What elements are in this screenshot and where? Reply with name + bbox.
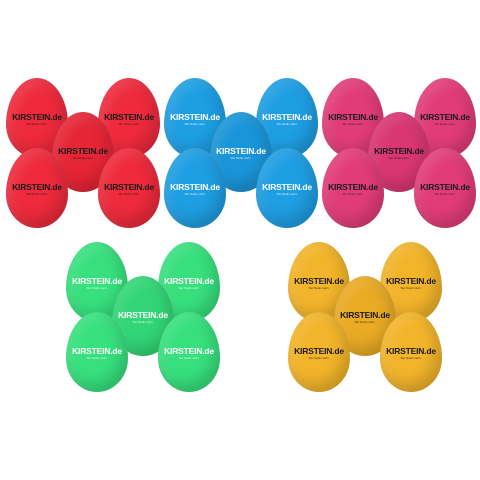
- brand-logo: KIRSTEIN.de: [104, 182, 154, 193]
- brand-tagline: Wer Musik macht.: [400, 356, 422, 360]
- brand-logo: KIRSTEIN.de: [374, 146, 424, 157]
- brand-tagline: Wer Musik macht.: [72, 156, 94, 160]
- egg-shaker-yellow: KIRSTEIN.de Wer Musik macht.: [288, 312, 350, 392]
- brand-logo: KIRSTEIN.de: [294, 346, 344, 357]
- brand-logo: KIRSTEIN.de: [262, 112, 312, 123]
- brand-logo: KIRSTEIN.de: [328, 112, 378, 123]
- brand-tagline: Wer Musik macht.: [388, 156, 410, 160]
- brand-logo: KIRSTEIN.de: [118, 310, 168, 321]
- brand-logo: KIRSTEIN.de: [12, 112, 62, 123]
- brand-logo: KIRSTEIN.de: [386, 276, 436, 287]
- brand-logo: KIRSTEIN.de: [164, 276, 214, 287]
- egg-shaker-blue: KIRSTEIN.de Wer Musik macht.: [164, 148, 226, 228]
- brand-tagline: Wer Musik macht.: [342, 192, 364, 196]
- brand-tagline: Wer Musik macht.: [354, 320, 376, 324]
- brand-tagline: Wer Musik macht.: [276, 192, 298, 196]
- egg-shaker-blue: KIRSTEIN.de Wer Musik macht.: [256, 148, 318, 228]
- brand-logo: KIRSTEIN.de: [262, 182, 312, 193]
- egg-shaker-red: KIRSTEIN.de Wer Musik macht.: [6, 78, 68, 158]
- brand-tagline: Wer Musik macht.: [132, 320, 154, 324]
- egg-shaker-red: KIRSTEIN.de Wer Musik macht.: [6, 148, 68, 228]
- brand-tagline: Wer Musik macht.: [184, 192, 206, 196]
- brand-tagline: Wer Musik macht.: [184, 122, 206, 126]
- egg-shaker-green: KIRSTEIN.de Wer Musik macht.: [66, 312, 128, 392]
- brand-logo: KIRSTEIN.de: [294, 276, 344, 287]
- egg-shaker-pink: KIRSTEIN.de Wer Musik macht.: [322, 148, 384, 228]
- brand-tagline: Wer Musik macht.: [276, 122, 298, 126]
- brand-logo: KIRSTEIN.de: [386, 346, 436, 357]
- brand-tagline: Wer Musik macht.: [26, 122, 48, 126]
- brand-logo: KIRSTEIN.de: [340, 310, 390, 321]
- brand-tagline: Wer Musik macht.: [400, 286, 422, 290]
- brand-logo: KIRSTEIN.de: [72, 346, 122, 357]
- brand-logo: KIRSTEIN.de: [104, 112, 154, 123]
- brand-logo: KIRSTEIN.de: [164, 346, 214, 357]
- brand-tagline: Wer Musik macht.: [86, 286, 108, 290]
- brand-logo: KIRSTEIN.de: [72, 276, 122, 287]
- egg-shaker-red: KIRSTEIN.de Wer Musik macht.: [98, 148, 160, 228]
- brand-tagline: Wer Musik macht.: [434, 192, 456, 196]
- brand-tagline: Wer Musik macht.: [178, 286, 200, 290]
- egg-shaker-pink: KIRSTEIN.de Wer Musik macht.: [414, 148, 476, 228]
- brand-tagline: Wer Musik macht.: [26, 192, 48, 196]
- brand-tagline: Wer Musik macht.: [86, 356, 108, 360]
- brand-tagline: Wer Musik macht.: [308, 286, 330, 290]
- brand-tagline: Wer Musik macht.: [308, 356, 330, 360]
- brand-tagline: Wer Musik macht.: [118, 122, 140, 126]
- brand-tagline: Wer Musik macht.: [118, 192, 140, 196]
- brand-logo: KIRSTEIN.de: [12, 182, 62, 193]
- brand-logo: KIRSTEIN.de: [420, 112, 470, 123]
- brand-tagline: Wer Musik macht.: [178, 356, 200, 360]
- brand-logo: KIRSTEIN.de: [420, 182, 470, 193]
- brand-tagline: Wer Musik macht.: [434, 122, 456, 126]
- brand-logo: KIRSTEIN.de: [58, 146, 108, 157]
- brand-logo: KIRSTEIN.de: [328, 182, 378, 193]
- brand-logo: KIRSTEIN.de: [216, 146, 266, 157]
- egg-shaker-yellow: KIRSTEIN.de Wer Musik macht.: [380, 312, 442, 392]
- egg-shaker-green: KIRSTEIN.de Wer Musik macht.: [158, 312, 220, 392]
- brand-tagline: Wer Musik macht.: [230, 156, 252, 160]
- brand-tagline: Wer Musik macht.: [342, 122, 364, 126]
- brand-logo: KIRSTEIN.de: [170, 112, 220, 123]
- brand-logo: KIRSTEIN.de: [170, 182, 220, 193]
